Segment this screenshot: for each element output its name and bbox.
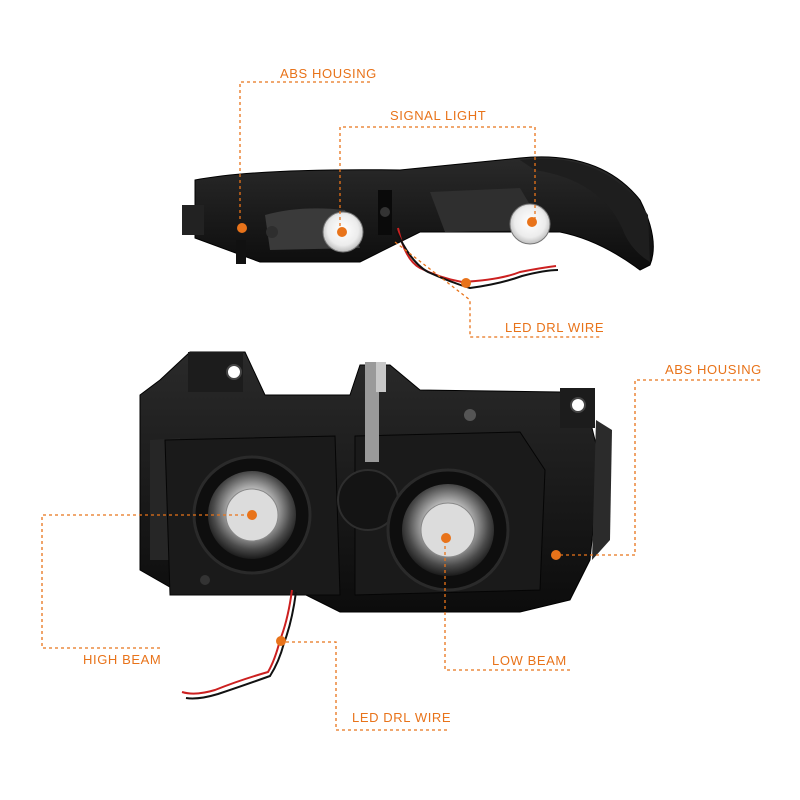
label-high-beam: HIGH BEAM <box>83 652 162 667</box>
headlight-assembly <box>139 351 612 613</box>
label-led-drl-wire-top: LED DRL WIRE <box>505 320 605 335</box>
callout-dot-high-beam <box>247 510 257 520</box>
callout-dot-led-drl-bottom <box>276 636 286 646</box>
callout-dot-signal-light-left <box>337 227 347 237</box>
callout-lines <box>41 81 760 731</box>
label-abs-housing-top: ABS HOUSING <box>280 66 377 81</box>
bottom-drl-wire <box>181 589 297 700</box>
signal-light-assembly <box>182 156 654 271</box>
callout-dot-abs-housing-top <box>237 223 247 233</box>
label-signal-light: SIGNAL LIGHT <box>390 108 487 123</box>
callout-dot-led-drl-top <box>461 278 471 288</box>
label-low-beam: LOW BEAM <box>492 653 567 668</box>
label-led-drl-wire-bottom: LED DRL WIRE <box>352 710 452 725</box>
callout-dot-signal-light-right <box>527 217 537 227</box>
callout-dot-abs-housing-right <box>551 550 561 560</box>
callout-dot-low-beam <box>441 533 451 543</box>
label-abs-housing-right: ABS HOUSING <box>665 362 762 377</box>
callout-dots <box>237 217 561 646</box>
